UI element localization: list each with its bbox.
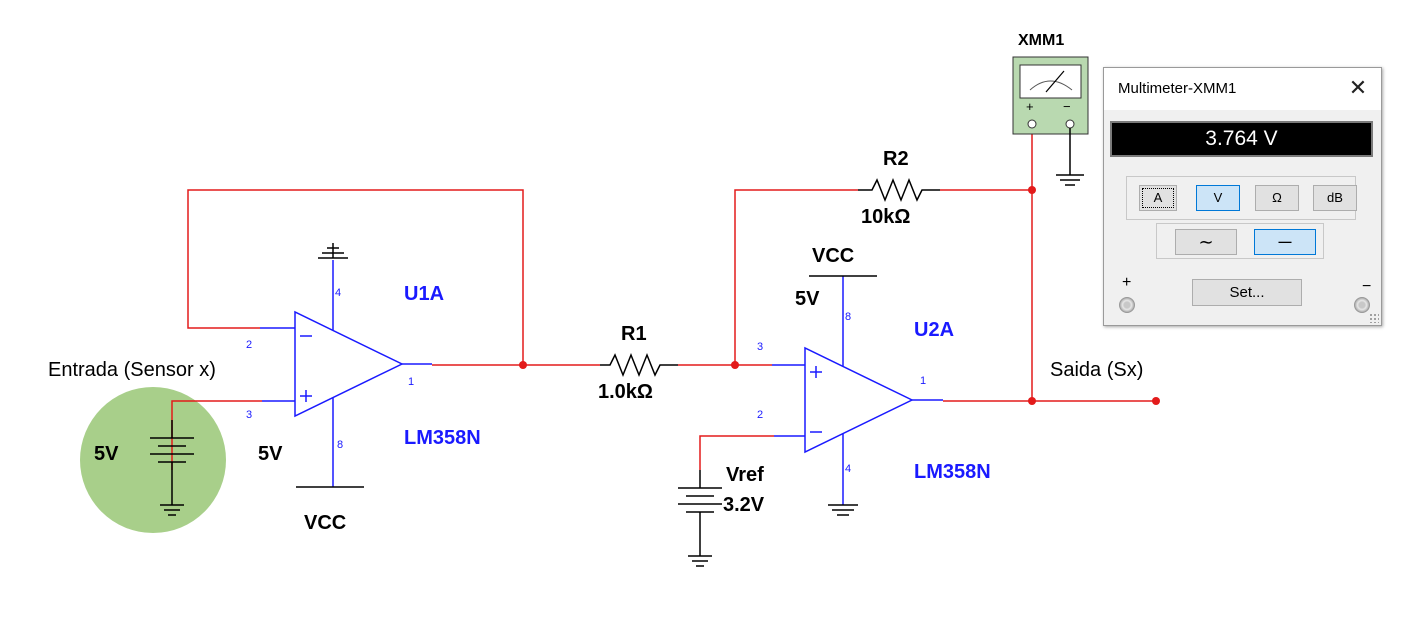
meter-minus-sign: − [1063,99,1071,114]
measurement-mode-group: A V Ω dB [1126,176,1357,220]
window-title: Multimeter-XMM1 [1118,80,1237,97]
pin-label: 1 [920,375,926,387]
u1-refdes: U1A [404,283,444,305]
u1-supply-label: 5V [258,443,283,465]
resistor-r2[interactable] [858,177,940,203]
r1-name: R1 [621,323,647,345]
meter-name: XMM1 [1018,32,1064,49]
pin-label: 1 [408,376,414,388]
set-button[interactable]: Set... [1192,279,1302,306]
output-label: Saida (Sx) [1050,359,1143,381]
ammeter-mode-button[interactable]: A [1139,185,1177,211]
r1-value: 1.0kΩ [598,381,653,403]
wire-junctions [519,186,1160,405]
dc-source-input[interactable] [150,420,194,516]
resize-grip[interactable] [1369,313,1379,323]
meter-reading-display: 3.764 V [1110,121,1373,157]
voltmeter-mode-button[interactable]: V [1196,185,1240,211]
wires [171,132,1156,470]
pin-label: 8 [337,439,343,451]
vref-value: 3.2V [723,494,765,516]
r2-name: R2 [883,148,909,170]
dc-mode-button[interactable]: — [1254,229,1316,255]
pin-label: 4 [845,463,851,475]
plus-terminal[interactable] [1119,297,1135,313]
u1-part: LM358N [404,427,481,449]
plus-terminal-label: + [1122,274,1132,291]
pin-label: 3 [757,341,763,353]
ground-symbol [1056,128,1084,186]
source-voltage-label: 5V [94,443,119,465]
close-icon[interactable]: ✕ [1348,75,1368,100]
ground-symbol [828,504,858,516]
decibel-mode-button[interactable]: dB [1313,185,1357,211]
multimeter-xmm1[interactable]: + − [1012,56,1089,135]
dc-source-vref[interactable] [678,470,722,567]
pin-label: 3 [246,409,252,421]
ac-mode-button[interactable]: ∼ [1175,229,1237,255]
input-label: Entrada (Sensor x) [48,359,216,381]
ohmmeter-mode-button[interactable]: Ω [1255,185,1299,211]
pin-label: 8 [845,311,851,323]
minus-terminal[interactable] [1354,297,1370,313]
signal-type-group: ∼ — [1156,223,1324,259]
pin-label: 4 [335,287,341,299]
u2-supply-label: 5V [795,288,820,310]
pin-label: 2 [246,339,252,351]
u2-part: LM358N [914,461,991,483]
vref-name: Vref [726,464,764,486]
u2-refdes: U2A [914,319,954,341]
multimeter-window[interactable]: Multimeter-XMM1 ✕ 3.764 V A V Ω dB ∼ — S… [1103,67,1382,326]
u1-vcc-label: VCC [304,512,346,534]
opamp-u1a[interactable] [260,260,432,487]
opamp-u2a[interactable] [772,276,943,505]
ground-symbol [318,243,348,259]
resistor-r1[interactable] [600,352,678,378]
input-source-highlight [80,387,226,533]
minus-terminal-label: − [1362,278,1372,295]
r2-value: 10kΩ [861,206,910,228]
window-titlebar[interactable]: Multimeter-XMM1 ✕ [1104,68,1381,110]
meter-plus-sign: + [1026,99,1034,114]
pin-label: 2 [757,409,763,421]
u2-vcc-label: VCC [812,245,854,267]
